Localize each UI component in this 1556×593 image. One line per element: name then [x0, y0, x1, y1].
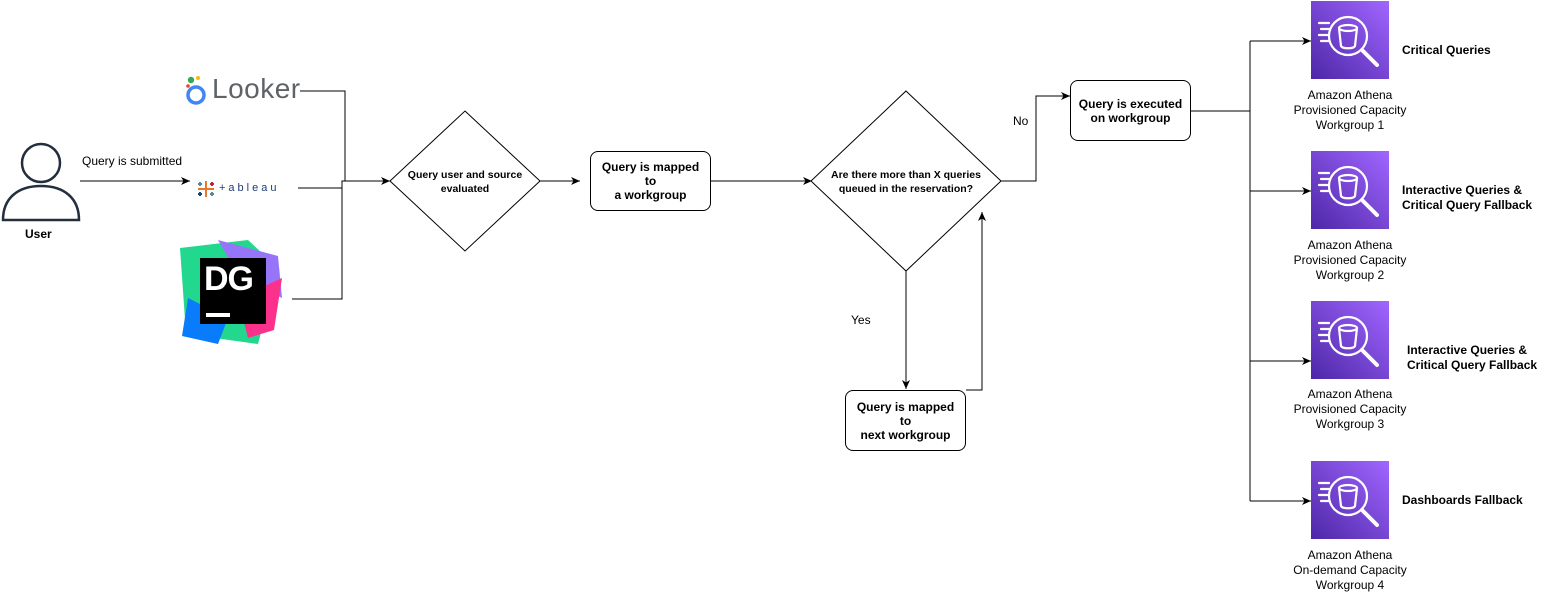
looker-logo-text: Looker — [212, 73, 301, 104]
workgroup-4-label: Amazon Athena On-demand Capacity Workgro… — [1293, 548, 1407, 592]
decision-step-text: Are there more than X queries queued in … — [831, 169, 981, 195]
executed-box: Query is executed on workgroup — [1070, 80, 1191, 141]
edge-loop — [966, 212, 986, 391]
looker-logo-icon — [186, 76, 206, 105]
tableau-logo-text: +ableau — [219, 182, 280, 194]
workgroup-3-label: Amazon Athena Provisioned Capacity Workg… — [1293, 387, 1407, 431]
edge-label-submitted: Query is submitted — [82, 154, 183, 168]
athena-icon — [1311, 151, 1389, 229]
edge-no — [1001, 92, 1070, 182]
mapped-workgroup-box: Query is mapped to a workgroup — [590, 151, 711, 211]
athena-icon — [1311, 301, 1389, 379]
user-icon — [1, 142, 81, 222]
workgroup-1-label: Amazon Athena Provisioned Capacity Workg… — [1293, 88, 1407, 132]
tableau-logo-icon — [198, 181, 214, 197]
decision-diamond — [810, 90, 1002, 272]
datagrip-logo-text: DG — [204, 260, 254, 298]
user-label: User — [25, 227, 52, 241]
datagrip-logo-icon — [180, 240, 282, 344]
workgroup-3-title: Interactive Queries & Critical Query Fal… — [1407, 343, 1538, 372]
edge-tableau — [298, 177, 390, 189]
workgroup-2-label: Amazon Athena Provisioned Capacity Workg… — [1293, 238, 1407, 282]
athena-icon — [1311, 1, 1389, 79]
edge-looker — [300, 90, 346, 181]
workgroup-4-title: Dashboards Fallback — [1402, 493, 1523, 507]
evaluate-diamond — [389, 110, 541, 252]
workgroup-1-title: Critical Queries — [1402, 43, 1491, 57]
edge-label-no: No — [1013, 114, 1029, 128]
evaluate-step-text: Query user and source evaluated — [407, 169, 523, 195]
workgroup-2-title: Interactive Queries & Critical Query Fal… — [1402, 183, 1533, 212]
athena-icon — [1311, 461, 1389, 539]
edge-datagrip — [292, 188, 343, 300]
next-workgroup-box: Query is mapped to next workgroup — [845, 390, 966, 451]
edge-label-yes: Yes — [851, 313, 871, 327]
